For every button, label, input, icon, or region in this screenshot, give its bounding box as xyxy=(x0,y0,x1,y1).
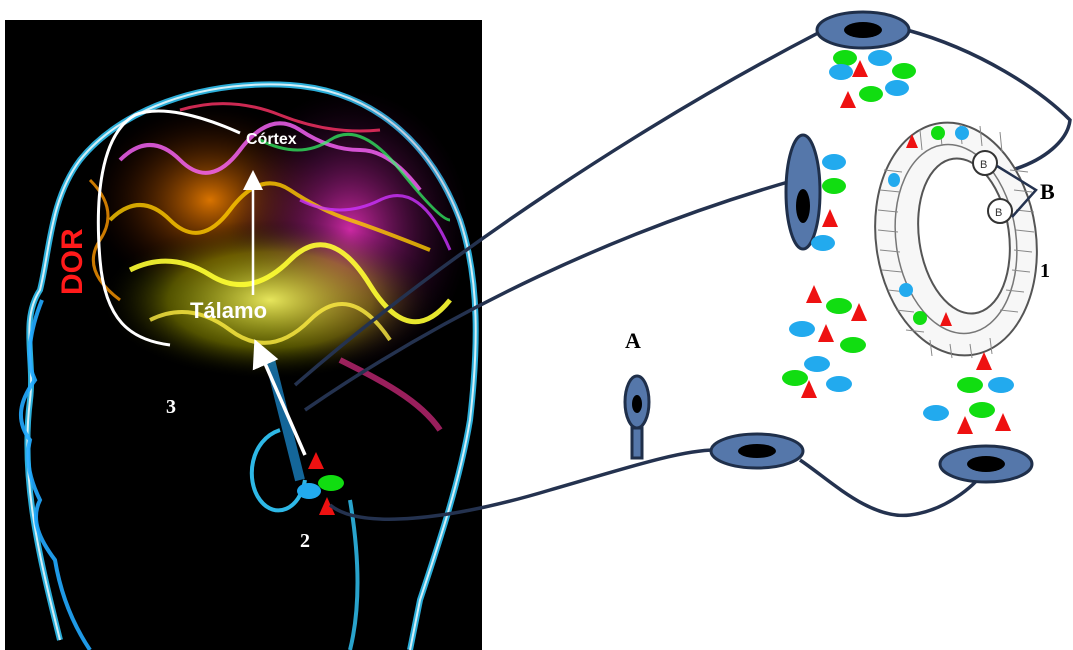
number-2-label: 2 xyxy=(300,530,310,552)
brain-head-image xyxy=(5,20,482,650)
neuron-soma-vertical xyxy=(786,135,820,249)
green-oval-mediator xyxy=(318,475,344,491)
mediators-bottom-right-cluster xyxy=(923,352,1014,434)
number-3-label: 3 xyxy=(166,396,176,418)
label-a: A xyxy=(625,328,641,353)
blue-oval-mediator xyxy=(297,483,321,499)
dor-label: DOR xyxy=(56,228,89,295)
mediators-middle-cluster xyxy=(782,285,867,398)
mediators-top-cluster xyxy=(829,50,916,108)
neuron-soma-bottom-left xyxy=(711,434,803,468)
neuron-soma-bottom-right xyxy=(940,446,1032,482)
label-b: B xyxy=(1040,179,1055,204)
tissue-structure: B B xyxy=(860,112,1051,366)
thalamus-label: Tálamo xyxy=(190,298,267,323)
mast-cell-label: B xyxy=(980,159,987,171)
sensory-receptor-icon xyxy=(625,376,649,458)
number-1-label: 1 xyxy=(1040,260,1050,282)
neuron-soma-top xyxy=(817,12,909,48)
mast-cell-label: B xyxy=(995,207,1002,219)
cortex-label: Córtex xyxy=(246,131,297,148)
